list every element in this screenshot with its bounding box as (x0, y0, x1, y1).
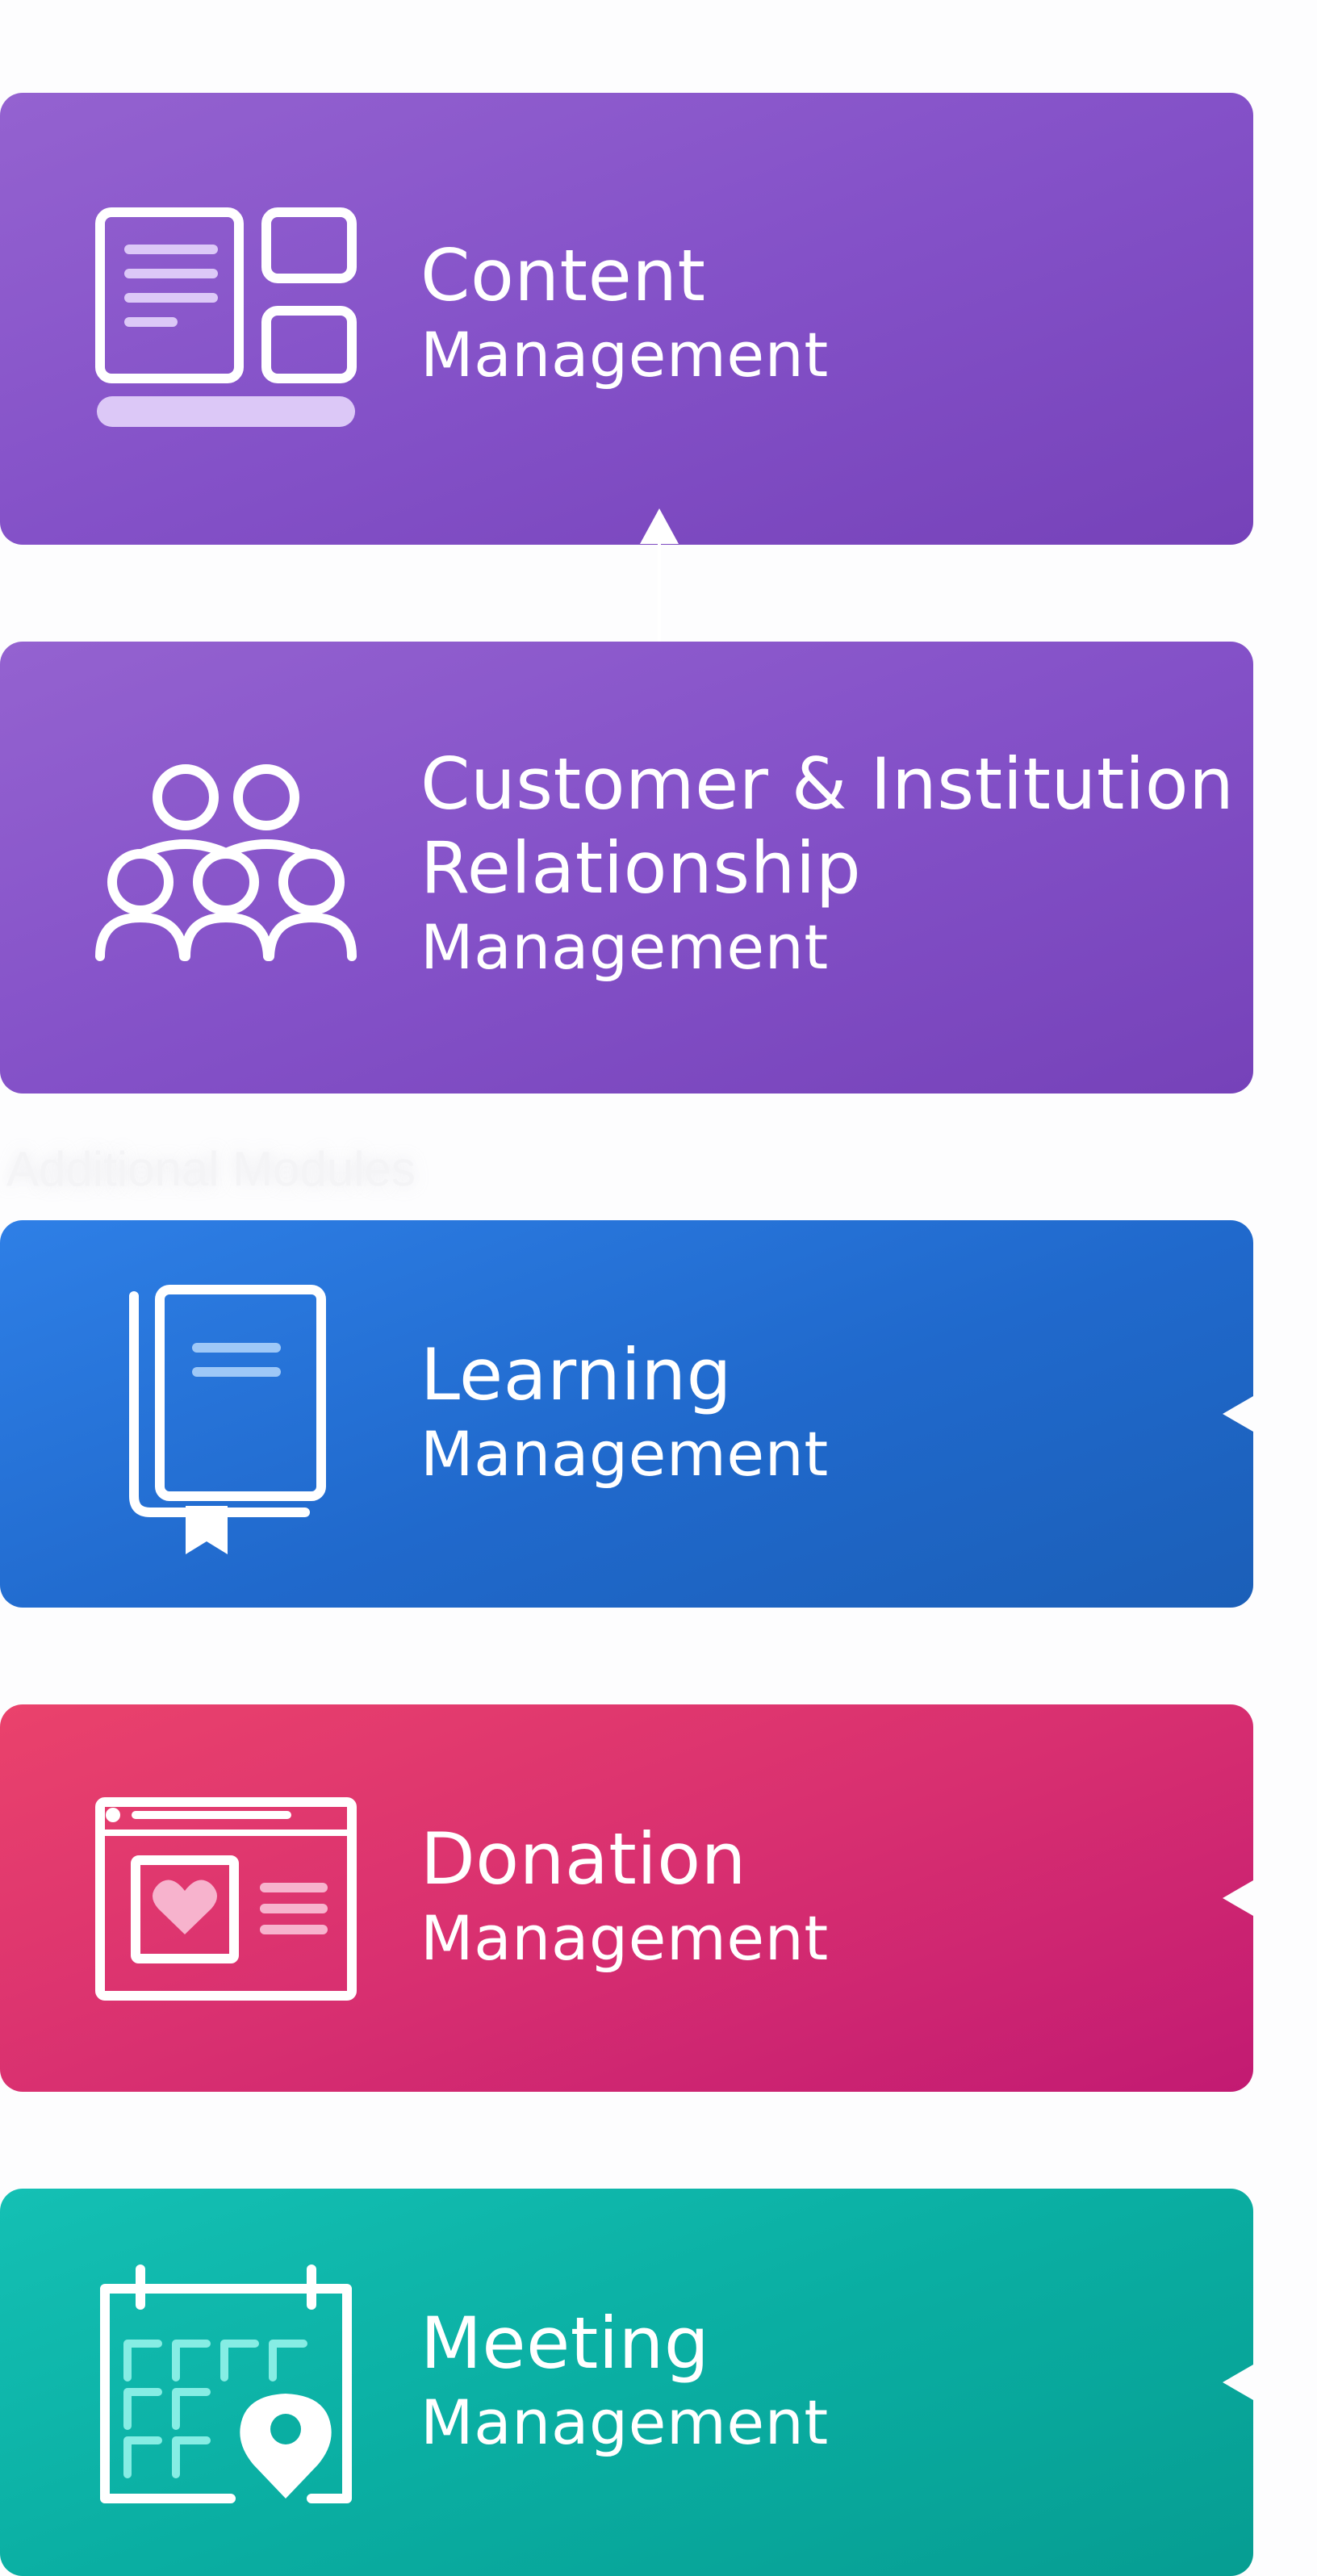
people-group-icon (95, 763, 357, 968)
module-title-line2: Relationship (420, 826, 862, 910)
module-title: Content (420, 234, 706, 317)
content-layout-icon (95, 207, 357, 430)
module-title: Meeting (420, 2302, 710, 2385)
card-notch (1223, 1396, 1253, 1432)
module-card-crm[interactable]: Customer & Institution Relationship Mana… (0, 642, 1253, 1094)
module-card-donation-management[interactable]: Donation Management (0, 1704, 1253, 2092)
card-notch (1223, 1880, 1253, 1916)
module-subtitle: Management (420, 2386, 829, 2458)
module-title-line1: Customer & Institution (420, 742, 1235, 826)
module-subtitle: Management (420, 1902, 829, 1974)
module-title: Donation (420, 1817, 746, 1901)
module-card-meeting-management[interactable]: Meeting Management (0, 2189, 1253, 2576)
module-subtitle: Management (420, 1418, 829, 1490)
module-subtitle: Management (420, 319, 829, 391)
module-subtitle: Management (420, 911, 829, 983)
section-label-additional-modules: Additional Modules (6, 1142, 416, 1196)
module-card-learning-management[interactable]: Learning Management (0, 1220, 1253, 1608)
card-notch (1223, 2365, 1253, 2400)
donation-webpage-icon (95, 1797, 357, 2004)
module-title: Learning (420, 1333, 733, 1416)
module-card-content-management[interactable]: Content Management (0, 93, 1253, 545)
book-icon (128, 1285, 329, 1558)
calendar-location-icon (95, 2264, 357, 2511)
